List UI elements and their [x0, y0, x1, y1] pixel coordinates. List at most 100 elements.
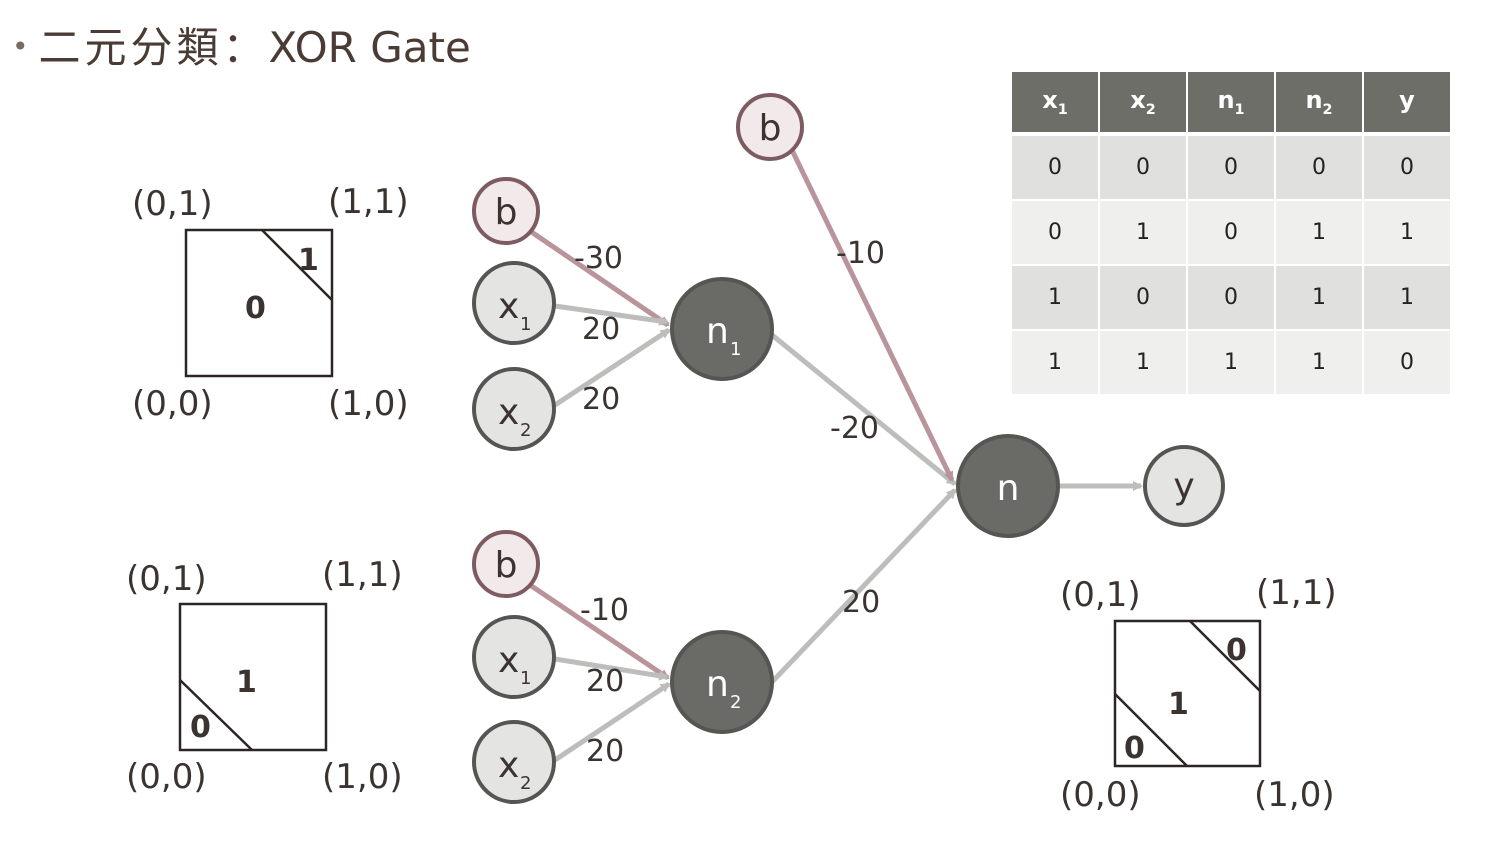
table-cell: 1	[1363, 265, 1450, 331]
table-cell: 1	[1012, 265, 1100, 331]
table-cell: 0	[1363, 134, 1450, 201]
corner-tl: (0,1)	[1060, 575, 1141, 615]
region-top-boundary	[261, 229, 333, 301]
edge-b-n2	[528, 582, 670, 681]
output-neuron-n: n	[956, 434, 1060, 538]
weight-label: 20	[582, 382, 620, 417]
svg-text:2: 2	[730, 692, 741, 713]
title-latin: XOR Gate	[268, 23, 471, 72]
edges	[528, 144, 1143, 763]
region-bottom-boundary	[179, 679, 253, 751]
truth-table: x1 x2 n1 n2 y 0 0 0 0 0 0 1 0 1 1 1 0 0 …	[1012, 72, 1450, 396]
edge-b-n1	[528, 228, 670, 328]
table-cell: 0	[1187, 134, 1276, 201]
weight-labels: -30 20 20 -10 20 20 -10 -20 20	[574, 236, 885, 769]
edge-b-n	[787, 144, 955, 482]
svg-text:b: b	[495, 545, 518, 586]
header-cell-x2: x2	[1099, 72, 1188, 136]
hidden-neuron-n1: n 1	[670, 277, 774, 381]
region-output-boundary-bottom	[1114, 693, 1188, 767]
region-label-main: 1	[1168, 687, 1189, 722]
svg-text:x: x	[498, 745, 519, 786]
header-cell-n1: n1	[1187, 72, 1276, 136]
svg-text:x: x	[498, 286, 519, 327]
hidden-neuron-n2: n 2	[670, 630, 774, 734]
table-cell: 0	[1099, 134, 1188, 201]
weight-label: 20	[842, 585, 880, 620]
edge-x1-n1	[554, 303, 669, 326]
table-row: 1 1 1 1 0	[1012, 330, 1450, 396]
region-output-boundary-top	[1189, 620, 1261, 692]
svg-text:2: 2	[520, 420, 531, 441]
region-bottom-box	[178, 602, 328, 752]
corner-br: (1,0)	[1254, 775, 1335, 815]
slide-title: •二元分類：XOR Gate	[12, 14, 471, 75]
table-cell: 0	[1012, 134, 1100, 201]
region-label-main: 0	[245, 291, 266, 326]
region-label-corner: 0	[190, 710, 211, 745]
header-cell-y: y	[1363, 72, 1450, 136]
svg-text:1: 1	[730, 339, 741, 360]
output-node-y: y	[1143, 445, 1225, 527]
svg-text:n: n	[997, 468, 1020, 509]
table-cell: 0	[1099, 265, 1188, 331]
table-cell: 1	[1012, 330, 1100, 396]
region-label-corner: 1	[298, 243, 319, 278]
corner-tl: (0,1)	[132, 184, 213, 224]
corner-tr: (1,1)	[328, 182, 409, 222]
svg-text:b: b	[759, 108, 782, 149]
svg-text:b: b	[495, 192, 518, 233]
weight-label: -20	[830, 411, 879, 446]
svg-text:1: 1	[520, 314, 531, 335]
weight-label: 20	[586, 664, 624, 699]
table-row: 0 1 0 1 1	[1012, 200, 1450, 266]
weight-label: 20	[582, 312, 620, 347]
table-cell: 1	[1275, 265, 1364, 331]
table-row: 0 0 0 0 0	[1012, 134, 1450, 201]
svg-text:x: x	[498, 640, 519, 681]
table-cell: 1	[1363, 200, 1450, 266]
bias-node: b	[472, 177, 540, 245]
input-node-x2: x 2	[472, 720, 556, 804]
table-cell: 1	[1099, 200, 1188, 266]
weight-label: -10	[836, 236, 885, 271]
input-node-x1: x 1	[472, 615, 556, 699]
region-output-box	[1113, 619, 1262, 768]
region-label-tr: 0	[1226, 633, 1247, 668]
bullet: •	[12, 30, 29, 63]
table-cell: 1	[1187, 330, 1276, 396]
corner-br: (1,0)	[328, 384, 409, 424]
table-cell: 0	[1275, 134, 1364, 201]
edge-n1-n	[770, 333, 957, 486]
weight-label: -30	[574, 241, 623, 276]
corner-tr: (1,1)	[322, 555, 403, 595]
table-cell: 0	[1187, 200, 1276, 266]
region-output: (0,1) (1,1) (0,0) (1,0) 1 0 0	[1060, 573, 1337, 815]
table-cell: 1	[1099, 330, 1188, 396]
bias-node: b	[736, 93, 804, 161]
bias-node: b	[472, 530, 540, 598]
nodes: b b x 1 x 2 b x 1 x 2	[472, 93, 1225, 804]
corner-tl: (0,1)	[126, 559, 207, 599]
weight-label: -10	[580, 593, 629, 628]
svg-text:y: y	[1173, 466, 1194, 507]
svg-text:n: n	[706, 311, 729, 352]
input-node-x1: x 1	[472, 261, 556, 345]
svg-text:n: n	[706, 664, 729, 705]
corner-tr: (1,1)	[1256, 573, 1337, 613]
edge-x1-n2	[554, 656, 669, 681]
input-node-x2: x 2	[472, 367, 556, 451]
region-bottom: (0,1) (1,1) (0,0) (1,0) 1 0	[126, 555, 403, 797]
svg-text:x: x	[498, 392, 519, 433]
edge-x2-n1	[553, 327, 671, 408]
region-top-box	[184, 228, 334, 378]
table-cell: 0	[1187, 265, 1276, 331]
weight-label: 20	[586, 734, 624, 769]
region-label-main: 1	[236, 665, 257, 700]
edge-x2-n2	[553, 681, 671, 763]
svg-text:2: 2	[520, 773, 531, 794]
corner-bl: (0,0)	[132, 384, 213, 424]
region-top: (0,1) (1,1) (0,0) (1,0) 0 1	[132, 182, 409, 424]
region-label-bl: 0	[1124, 731, 1145, 766]
